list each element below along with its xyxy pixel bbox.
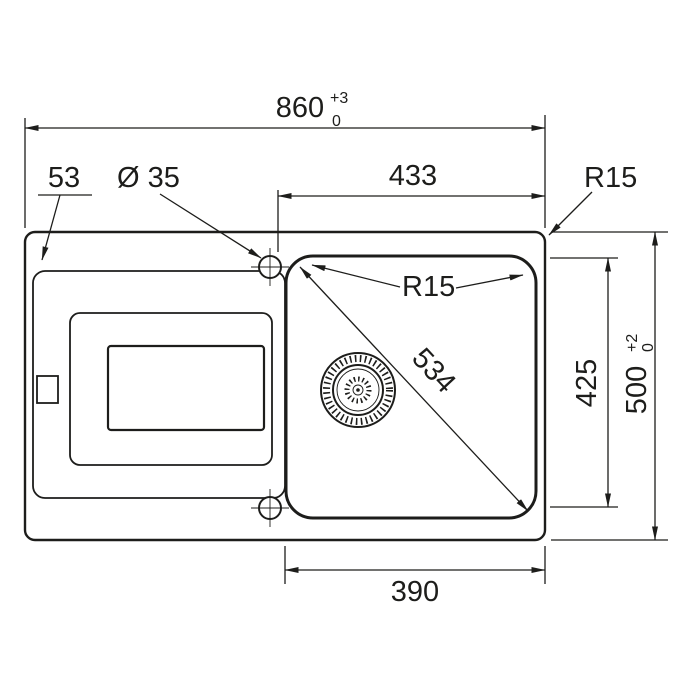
drainboard-contour-middle: [69, 312, 273, 466]
dim-53-label: 53: [48, 162, 80, 194]
dim-860-tol-plus: +3: [330, 90, 348, 107]
dim-bowl-offset: 433: [277, 160, 546, 252]
drainboard-contour-inner: [106, 344, 266, 432]
dim-hole-diameter: Ø 35: [117, 162, 262, 259]
tap-hole-top: [251, 248, 289, 286]
dim-500-label: 500: [621, 366, 653, 414]
dim-425-label: 425: [571, 359, 603, 407]
dim-860-label: 860: [276, 92, 324, 124]
dim-433-label: 433: [389, 160, 437, 192]
tap-hole-bottom: [251, 489, 289, 527]
dim-r15-bowl-label: R15: [402, 271, 455, 303]
overflow-slot: [36, 375, 59, 404]
dim-534-line: [299, 266, 529, 512]
dim-500-tol-plus: +2: [624, 334, 641, 352]
dim-dia35-label: Ø 35: [117, 162, 180, 194]
dim-overall-width: 860 +3 0: [24, 90, 546, 228]
dim-radius-outer: R15: [548, 162, 637, 236]
drain-strainer: [320, 352, 396, 428]
dim-r15-outer-leader: [548, 191, 593, 236]
dim-edge-offset: 53: [38, 162, 92, 261]
dim-bowl-height: 425: [550, 257, 618, 508]
dim-overall-depth: 500 +2 0: [551, 231, 668, 541]
dim-dia35-leader: [159, 193, 262, 259]
drain-center-dot: [356, 388, 360, 392]
dim-390-label: 390: [391, 576, 439, 608]
dim-860-tol-minus: 0: [332, 113, 341, 130]
dim-bowl-width: 390: [284, 546, 546, 608]
dim-53-leader: [41, 194, 61, 261]
dim-r15-outer-label: R15: [584, 162, 637, 194]
dim-500-tol-minus: 0: [640, 343, 657, 352]
sink-body: [23, 230, 547, 542]
